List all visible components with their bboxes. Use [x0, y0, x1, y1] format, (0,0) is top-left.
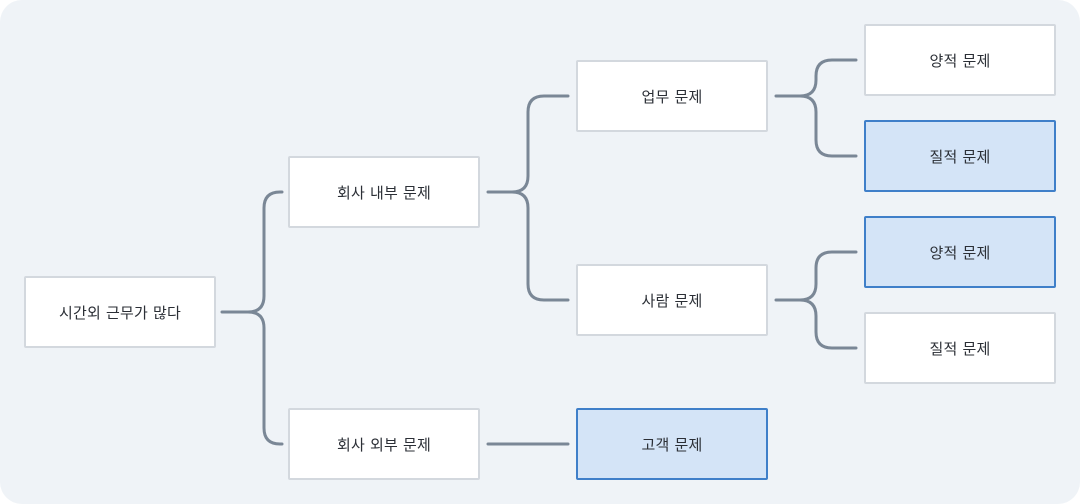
node-work-qualitative[interactable]: 질적 문제 [864, 120, 1056, 192]
connector-internal-to-level2 [486, 94, 570, 302]
node-external-problem[interactable]: 회사 외부 문제 [288, 408, 480, 480]
node-people-problem[interactable]: 사람 문제 [576, 264, 768, 336]
node-internal-problem[interactable]: 회사 내부 문제 [288, 156, 480, 228]
connector-people-to-level3 [774, 250, 858, 350]
node-people-quantitative-label: 양적 문제 [929, 243, 991, 262]
node-people-problem-label: 사람 문제 [641, 291, 703, 310]
node-people-qualitative-label: 질적 문제 [929, 339, 991, 358]
node-work-quantitative[interactable]: 양적 문제 [864, 24, 1056, 96]
node-external-problem-label: 회사 외부 문제 [337, 435, 431, 454]
connector-root-to-level1 [220, 190, 284, 446]
node-internal-problem-label: 회사 내부 문제 [337, 183, 431, 202]
node-people-quantitative[interactable]: 양적 문제 [864, 216, 1056, 288]
root-node[interactable]: 시간외 근무가 많다 [24, 276, 216, 348]
node-work-problem-label: 업무 문제 [641, 87, 703, 106]
node-work-problem[interactable]: 업무 문제 [576, 60, 768, 132]
node-customer-problem-label: 고객 문제 [641, 435, 703, 454]
node-work-qualitative-label: 질적 문제 [929, 147, 991, 166]
node-work-quantitative-label: 양적 문제 [929, 51, 991, 70]
connector-work-to-level3 [774, 58, 858, 158]
root-node-label: 시간외 근무가 많다 [59, 303, 181, 322]
node-people-qualitative[interactable]: 질적 문제 [864, 312, 1056, 384]
node-customer-problem[interactable]: 고객 문제 [576, 408, 768, 480]
